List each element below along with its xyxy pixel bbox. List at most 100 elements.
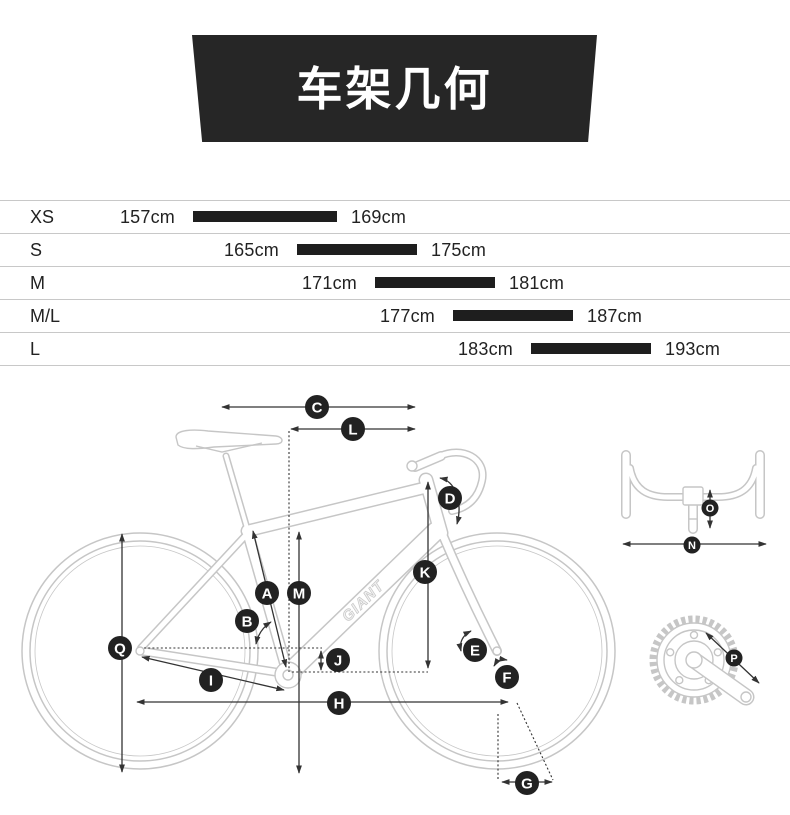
chainring-teeth [649,615,739,705]
height-max: 187cm [587,306,643,326]
height-min: 171cm [301,273,357,293]
chain-stay-outline [136,646,293,679]
reference-lines [144,431,554,781]
head-tube-outline [418,472,449,541]
crank-bolt [685,651,703,669]
chainring-bolt [689,630,699,640]
label-markers: C L D K A M B Q J E F I H G O N P [108,395,743,795]
label-letter-D: D [445,491,456,508]
label-letter-N: N [688,540,696,552]
height-max: 169cm [351,207,407,227]
seat-tube-outline [241,524,294,680]
height-max: 181cm [509,273,565,293]
dimension-P [705,632,760,684]
stem-cap [406,460,418,472]
stem-outline [410,451,446,472]
dimension-arrows [119,404,767,785]
size-row-m: M 171cm 181cm [0,267,790,300]
dimension-A [251,530,288,668]
chainring-bolt [713,648,722,657]
size-label: M [30,273,45,293]
label-marker-P: P [725,649,743,667]
handlebar-front-outline [621,450,765,534]
height-range-bar [375,277,495,288]
label-letter-O: O [706,503,715,515]
front-rim [391,545,603,757]
chainring-bolt [704,676,713,685]
label-marker-M: M [287,581,311,605]
height-range-bar [297,244,417,255]
dimension-E [456,630,472,652]
size-label: XS [30,207,55,227]
size-label: L [30,339,41,359]
height-min: 165cm [223,240,279,260]
fork [437,527,501,655]
label-marker-J: J [326,648,350,672]
frame-logo: GIANT [339,577,389,626]
down-tube-outline [280,521,446,682]
handlebar-outline [436,448,487,515]
rear-axle [135,646,145,656]
bar-tops-outline [626,464,760,501]
chainring-side [274,661,302,689]
frame-outline [136,448,502,682]
seat-stay-outline [137,531,250,652]
down-tube [281,522,445,681]
crank-arm-outline [685,651,755,706]
front-axle [492,646,502,656]
label-marker-H: H [327,691,351,715]
chainring-inner [663,629,725,691]
label-letter-Q: Q [114,641,126,658]
trail-steering-axis-reference [516,702,554,781]
label-letter-I: I [209,673,213,690]
crankset [649,615,755,706]
seat-stay [138,532,249,651]
top-tube [242,482,433,536]
label-marker-L: L [341,417,365,441]
label-letter-K: K [420,565,431,582]
label-marker-O: O [701,499,719,517]
size-row-xs: XS 157cm 169cm [0,201,790,234]
label-letter-E: E [470,643,480,660]
fork-outline [436,526,502,656]
spider [674,640,714,680]
label-marker-B: B [235,609,259,633]
height-min: 157cm [119,207,175,227]
dimension-D [439,476,462,525]
chainring [656,622,732,698]
handlebar [437,449,486,514]
rear-wheel [21,532,259,770]
height-min: 177cm [379,306,435,326]
label-marker-K: K [413,560,437,584]
saddle-rail [195,442,263,453]
rear-tire-inner [29,540,251,762]
dimension-B [254,621,272,645]
seat-post [224,454,249,530]
handlebar-front-view [621,450,765,534]
crank-arm [687,653,753,704]
bike-parts [135,429,502,689]
front-wheel [378,532,616,770]
label-marker-F: F [495,665,519,689]
frame-body [138,449,501,681]
label-letter-J: J [334,653,342,670]
pedal-axle [740,691,752,703]
handlebar-front-body [622,451,764,533]
label-letter-G: G [521,776,533,793]
label-marker-N: N [683,536,701,554]
label-marker-D: D [438,486,462,510]
chainring-bolt [675,676,684,685]
label-letter-A: A [262,586,273,603]
head-tube [420,474,447,539]
seat-tube [242,525,293,679]
label-letter-F: F [502,670,511,687]
height-range-bar [531,343,651,354]
saddle [175,429,283,450]
label-marker-I: I [199,668,223,692]
title-banner: 车架几何 [192,35,597,142]
height-max: 193cm [665,339,721,359]
label-marker-C: C [305,395,329,419]
label-letter-L: L [348,422,357,439]
